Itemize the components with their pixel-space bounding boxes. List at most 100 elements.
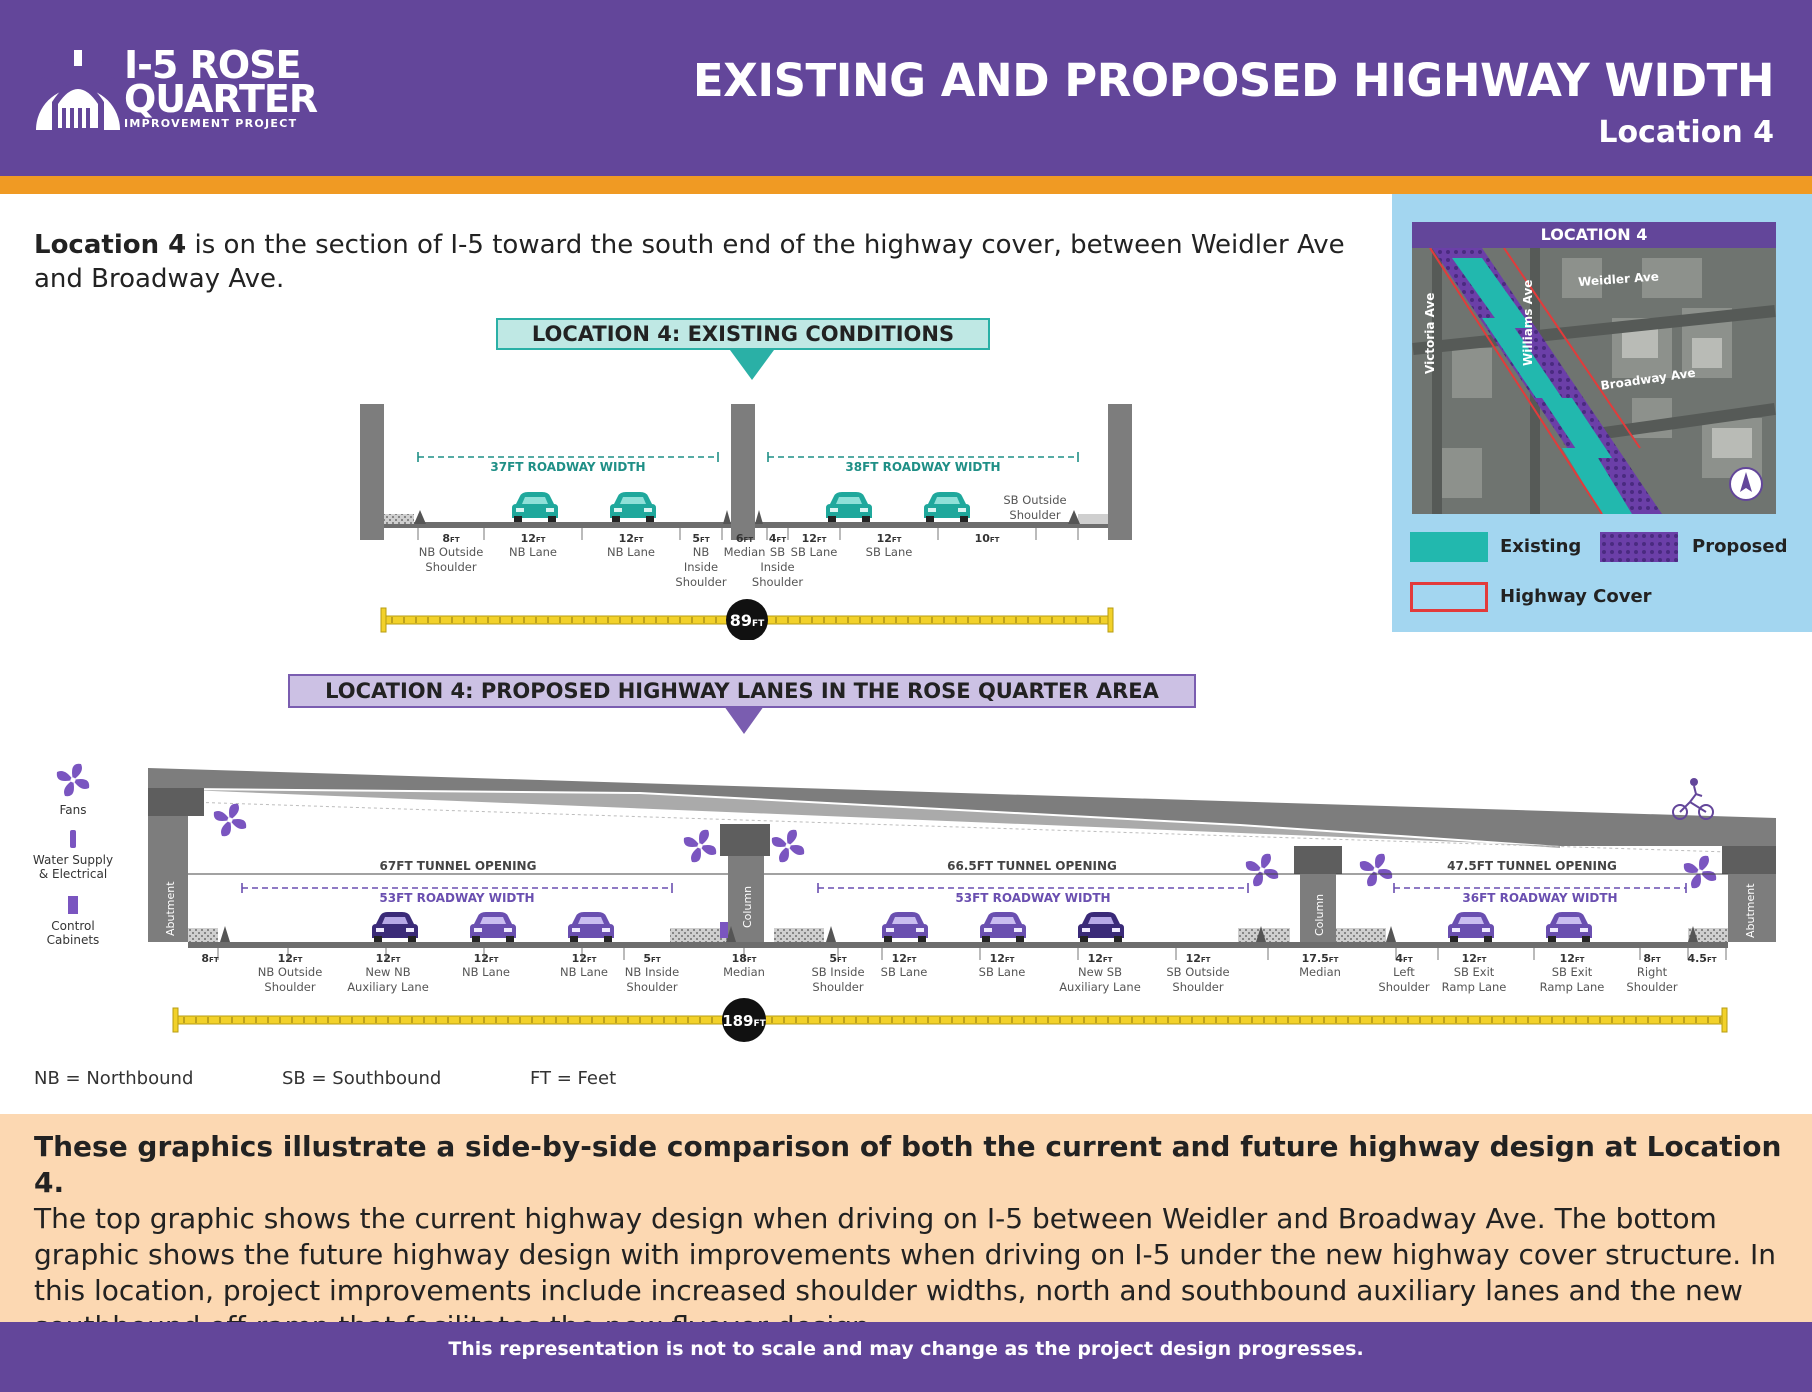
footer-bar [0, 1322, 1812, 1392]
proposed-gravel-6 [1688, 928, 1728, 942]
fan-legend-icon [56, 763, 90, 797]
proposed-seg-6-label-line-2: Shoulder [626, 980, 677, 994]
proposed-barrier-1 [220, 926, 230, 942]
proposed-fan-5-icon [1359, 853, 1393, 887]
legend-proposed-label: Proposed [1692, 536, 1788, 557]
proposed-lanes-title: LOCATION 4: PROPOSED HIGHWAY LANES IN TH… [288, 674, 1196, 708]
existing-seg-7-label-line-1: SB Lane [791, 545, 838, 559]
proposed-gravel-1 [188, 928, 218, 942]
proposed-seg-9-width: 12FT [892, 952, 917, 965]
proposed-total-badge [722, 998, 766, 1042]
footer-disclaimer: This representation is not to scale and … [448, 1338, 1364, 1360]
proposed-seg-7-label-line-1: Median [723, 965, 765, 979]
proposed-column-2 [1300, 874, 1336, 942]
proposed-fan-6-icon [1683, 855, 1717, 889]
proposed-seg-8-width: 5FT [829, 952, 846, 965]
proposed-gravel-5 [1336, 928, 1386, 942]
bicycle-icon [1672, 778, 1714, 820]
intro-paragraph: Location 4 is on the section of I-5 towa… [34, 228, 1384, 296]
existing-seg-5-label-line-1: Median [724, 545, 766, 559]
proposed-roadway-1-label: 53FT ROADWAY WIDTH [379, 891, 534, 905]
cabinets-legend-label-2: Cabinets [47, 933, 100, 947]
proposed-seg-15-width: 12FT [1462, 952, 1487, 965]
existing-gravel-left [384, 514, 414, 524]
existing-sb-outside-shoulder-line-1: SB Outside [1003, 493, 1066, 507]
existing-seg-4-label-line-2: Inside [684, 560, 718, 574]
proposed-seg-3-label-line-1: New NB [365, 965, 410, 979]
proposed-seg-6-width: 5FT [643, 952, 660, 965]
existing-seg-6-width: 4FT [769, 532, 786, 545]
existing-total-badge [726, 599, 768, 640]
existing-barrier-nb-inside [723, 510, 731, 524]
existing-median-wall [731, 404, 755, 540]
proposed-abutment-right [1728, 874, 1776, 942]
header-accent-stripe [0, 176, 1812, 194]
summary-panel [0, 1114, 1812, 1324]
proposed-car-4-icon [882, 912, 928, 942]
proposed-seg-12-width: 12FT [1186, 952, 1211, 965]
summary-heading: These graphics illustrate a side-by-side… [34, 1130, 1782, 1199]
cabinets-legend-label-1: Control [51, 919, 94, 933]
proposed-car-6-icon [1078, 912, 1124, 942]
existing-seg-3-label-line-1: NB Lane [607, 545, 655, 559]
proposed-seg-14-label-line-2: Shoulder [1378, 980, 1429, 994]
abbr-feet: FT = Feet [530, 1068, 617, 1089]
proposed-gravel-4 [1238, 928, 1290, 942]
existing-seg-4-width: 5FT [692, 532, 709, 545]
proposed-seg-6-label-line-1: NB Inside [625, 965, 679, 979]
proposed-seg-12-label-line-2: Shoulder [1172, 980, 1223, 994]
existing-seg-1-label-line-2: Shoulder [425, 560, 476, 574]
existing-seg-4-label-line-3: Shoulder [675, 575, 726, 589]
existing-seg-8-width: 12FT [877, 532, 902, 545]
proposed-abutment-left-cap [148, 788, 204, 816]
existing-seg-6-label-line-3: Shoulder [752, 575, 803, 589]
existing-sb-car-1-icon [826, 492, 872, 522]
proposed-ceiling-line [187, 801, 1729, 853]
proposed-seg-12-label-line-1: SB Outside [1166, 965, 1229, 979]
side-legend: Fans Water Supply & Electrical Control C… [33, 763, 113, 947]
proposed-seg-11-width: 12FT [1088, 952, 1113, 965]
page-title: EXISTING AND PROPOSED HIGHWAY WIDTH [692, 54, 1775, 107]
location-aerial-map: Weidler Ave Broadway Ave Victoria Ave Wi… [1412, 248, 1776, 514]
water-supply-icon [70, 830, 76, 848]
proposed-seg-16-width: 12FT [1560, 952, 1585, 965]
proposed-barrier-2 [726, 926, 736, 942]
existing-nb-car-2-icon [610, 492, 656, 522]
existing-seg-8-label-line-1: SB Lane [866, 545, 913, 559]
column-1-label: Column [741, 886, 754, 928]
proposed-seg-17-label-line-2: Shoulder [1626, 980, 1677, 994]
existing-pointer-icon [730, 350, 774, 380]
location-panel-header: LOCATION 4 [1412, 222, 1776, 248]
proposed-abutment-left [148, 816, 188, 942]
legend-highway-cover-swatch [1410, 582, 1488, 612]
existing-gravel-right [1078, 514, 1108, 524]
existing-seg-9-width: 10FT [975, 532, 1000, 545]
proposed-seg-13-label-line-1: Median [1299, 965, 1341, 979]
proposed-seg-17-label-line-1: Right [1637, 965, 1668, 979]
proposed-seg-7-width: 18FT [732, 952, 757, 965]
proposed-seg-8-label-line-2: Shoulder [812, 980, 863, 994]
existing-roadway-sb-label: 38FT ROADWAY WIDTH [845, 460, 1000, 474]
proposed-seg-2-label-line-1: NB Outside [258, 965, 323, 979]
abbr-southbound: SB = Southbound [282, 1068, 442, 1089]
proposed-seg-5-width: 12FT [572, 952, 597, 965]
proposed-barrier-6 [1688, 926, 1698, 942]
existing-sb-road [755, 522, 1108, 528]
map-street-williams: Williams Ave [1521, 280, 1535, 366]
water-legend-label-1: Water Supply [33, 853, 113, 867]
map-street-weidler: Weidler Ave [1578, 269, 1660, 289]
existing-right-wall [1108, 404, 1132, 540]
logo-text-line2: QUARTER [124, 77, 318, 121]
proposed-seg-11-label-line-1: New SB [1078, 965, 1122, 979]
proposed-column-1-cap [720, 824, 770, 856]
intro-text: is on the section of I-5 toward the sout… [34, 230, 1345, 294]
proposed-car-7-icon [1448, 912, 1494, 942]
fans-legend-label: Fans [59, 803, 86, 817]
proposed-car-8-icon [1546, 912, 1592, 942]
proposed-control-cabinet-icon [720, 922, 728, 938]
existing-barrier-sb-inside [755, 510, 763, 524]
proposed-barrier-4 [1256, 926, 1266, 942]
proposed-seg-2-width: 12FT [278, 952, 303, 965]
header-bar [0, 0, 1812, 176]
